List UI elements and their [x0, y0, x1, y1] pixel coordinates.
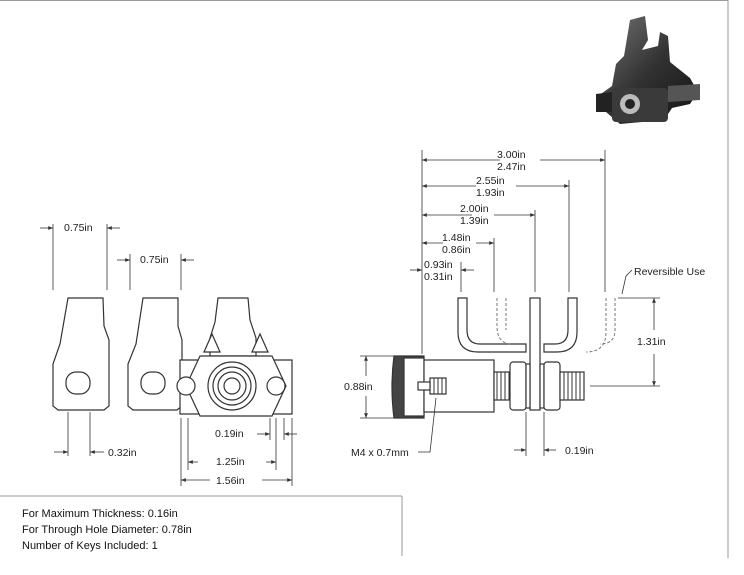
thread-hatching — [433, 372, 581, 400]
reversible-use-label: Reversible Use — [634, 266, 705, 278]
dim-right-gap: 0.19in — [565, 445, 594, 457]
dim-d4-max: 1.48in — [442, 232, 471, 244]
dim-d2-min: 1.93in — [476, 187, 505, 199]
key-side-view-1 — [52, 297, 110, 411]
dim-middle-key-width: 0.75in — [140, 254, 169, 266]
note-hole-diameter: For Through Hole Diameter: 0.78in — [22, 524, 192, 536]
note-max-thickness: For Maximum Thickness: 0.16in — [22, 508, 178, 520]
note-keys-included: Number of Keys Included: 1 — [22, 540, 158, 552]
notes-block: For Maximum Thickness: 0.16in For Throug… — [22, 506, 192, 554]
isometric-render — [596, 16, 700, 124]
dim-thread: M4 x 0.7mm — [351, 447, 409, 459]
dim-height: 1.31in — [637, 336, 666, 348]
dim-hole-spacing: 1.25in — [216, 456, 245, 468]
dim-d2-max: 2.55in — [476, 175, 505, 187]
key-side-view-2 — [127, 297, 183, 411]
dim-left-offset: 0.32in — [108, 447, 137, 459]
dim-d1-max: 3.00in — [497, 149, 526, 161]
dim-left-key-width: 0.75in — [64, 222, 93, 234]
dim-d5-min: 0.31in — [424, 271, 453, 283]
dim-overall-width: 1.56in — [216, 475, 245, 487]
dim-d3-max: 2.00in — [460, 203, 489, 215]
right-dimension-lines — [360, 150, 660, 456]
dim-small-gap: 0.19in — [215, 428, 244, 440]
assembly-side-view — [391, 297, 585, 419]
reversible-outline — [496, 298, 616, 353]
dim-d1-min: 2.47in — [497, 161, 526, 173]
left-dimension-lines — [40, 224, 297, 486]
dim-d5-max: 0.93in — [424, 259, 453, 271]
dim-d3-min: 1.39in — [460, 215, 489, 227]
key-with-nut-view — [176, 297, 293, 417]
drawing-frame — [0, 0, 729, 558]
dim-diameter: 0.88in — [344, 381, 373, 393]
dim-d4-min: 0.86in — [442, 244, 471, 256]
